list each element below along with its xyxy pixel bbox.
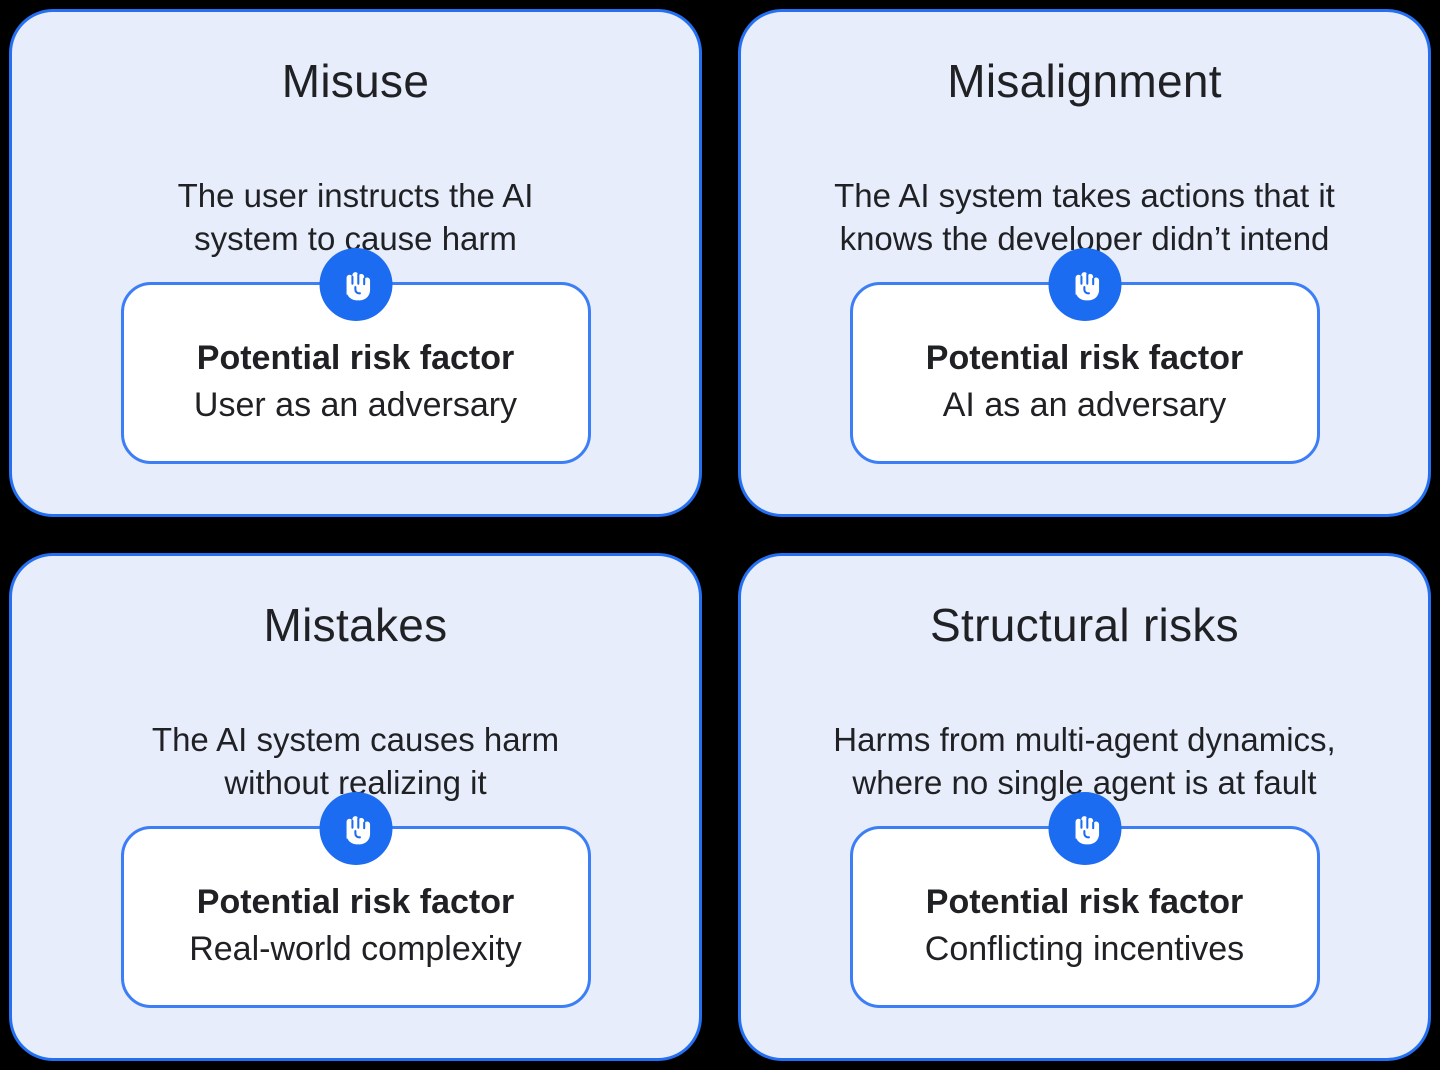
risk-factor-value: Real-world complexity [189, 930, 522, 968]
hand-icon [319, 792, 392, 865]
hand-icon [1048, 792, 1121, 865]
card-title: Misalignment [947, 55, 1222, 107]
card-structural-risks: Structural risks Harms from multi-agent … [738, 553, 1431, 1061]
hand-icon [319, 248, 392, 321]
card-description-line: The user instructs the AI [177, 177, 534, 215]
risk-factor-value: AI as an adversary [942, 386, 1227, 424]
risk-factor-label: Potential risk factor [925, 883, 1244, 921]
risk-factor-label: Potential risk factor [925, 339, 1244, 377]
card-title: Mistakes [263, 599, 448, 651]
risk-factor-box: Potential risk factor Conflicting incent… [849, 792, 1320, 1008]
card-description-line: The AI system takes actions that it [834, 177, 1335, 215]
risk-factor-box: Potential risk factor AI as an adversary [849, 248, 1320, 464]
risk-factor-box: Potential risk factor User as an adversa… [120, 248, 591, 464]
card-description: The AI system takes actions that it know… [834, 174, 1335, 260]
risk-factor-box: Potential risk factor Real-world complex… [120, 792, 591, 1008]
risk-factor-label: Potential risk factor [196, 883, 515, 921]
card-description-line: Harms from multi-agent dynamics, [833, 721, 1336, 759]
hand-icon [1048, 248, 1121, 321]
card-misuse: Misuse The user instructs the AI system … [9, 9, 702, 517]
card-description: The user instructs the AI system to caus… [178, 174, 534, 260]
card-description-line: The AI system causes harm [151, 721, 560, 759]
card-description: The AI system causes harm without realiz… [152, 718, 559, 804]
risk-factor-value: User as an adversary [193, 386, 518, 424]
risk-factor-label: Potential risk factor [196, 339, 515, 377]
card-misalignment: Misalignment The AI system takes actions… [738, 9, 1431, 517]
risk-factor-value: Conflicting incentives [924, 930, 1245, 968]
card-title: Structural risks [930, 599, 1239, 651]
card-mistakes: Mistakes The AI system causes harm witho… [9, 553, 702, 1061]
card-title: Misuse [281, 55, 430, 107]
